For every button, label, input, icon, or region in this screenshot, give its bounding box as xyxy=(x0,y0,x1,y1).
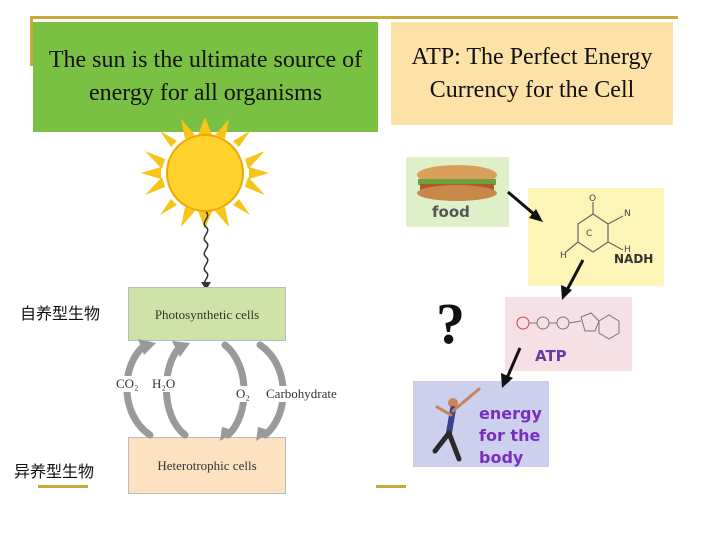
atp-title: ATP: The Perfect Energy Currency for the… xyxy=(391,22,673,125)
carbohydrate-label: Carbohydrate xyxy=(264,386,339,402)
left-accent-line xyxy=(30,16,33,66)
svg-text:H: H xyxy=(624,245,631,255)
nadh-molecule-icon: O N H H C xyxy=(560,194,631,261)
o2-label: O₂ xyxy=(234,386,252,402)
food-label: food xyxy=(432,203,470,221)
energy-body-line-3: body xyxy=(479,448,524,467)
top-accent-line xyxy=(30,16,678,19)
sun-icon xyxy=(141,118,269,228)
photosynthetic-cells-text: Photosynthetic cells xyxy=(154,306,260,322)
svg-text:N: N xyxy=(624,209,631,219)
atp-card: ATP xyxy=(505,297,632,371)
athlete-icon xyxy=(432,387,481,462)
energy-chain-arrows xyxy=(501,190,585,388)
bottom-middle-accent xyxy=(376,485,406,488)
nadh-label: NADH xyxy=(614,252,654,266)
energy-body-line-2: for the xyxy=(479,426,541,445)
heterotrophic-cells-box: Heterotrophic cells xyxy=(128,437,286,494)
atp-title-text: ATP: The Perfect Energy Currency for the… xyxy=(411,43,653,103)
question-mark: ? xyxy=(436,291,465,356)
heterotroph-label: 异养型生物 xyxy=(14,462,95,481)
sunlight-wave xyxy=(201,211,211,290)
energy-body-card: energy for the body xyxy=(413,381,549,467)
atp-label: ATP xyxy=(535,347,567,365)
bottom-left-accent xyxy=(38,485,88,488)
h2o-label: H₂O xyxy=(150,376,178,392)
sun-energy-title-text: The sun is the ultimate source of energy… xyxy=(48,47,363,106)
food-card: food xyxy=(406,157,509,227)
svg-text:H: H xyxy=(560,251,567,261)
energy-body-label: energy for the body xyxy=(479,403,542,469)
svg-text:C: C xyxy=(586,229,592,239)
svg-text:O: O xyxy=(589,194,596,204)
nadh-card: O N H H C NADH xyxy=(528,188,664,286)
co2-label: CO₂ xyxy=(114,376,141,392)
atp-molecule-icon xyxy=(516,312,620,340)
sun-energy-title: The sun is the ultimate source of energy… xyxy=(33,22,378,132)
photosynthetic-cells-box: Photosynthetic cells xyxy=(128,287,286,341)
heterotrophic-cells-text: Heterotrophic cells xyxy=(157,458,257,473)
sandwich-icon xyxy=(417,165,497,201)
energy-body-line-1: energy xyxy=(479,404,542,423)
autotroph-label: 自养型生物 xyxy=(20,304,101,323)
